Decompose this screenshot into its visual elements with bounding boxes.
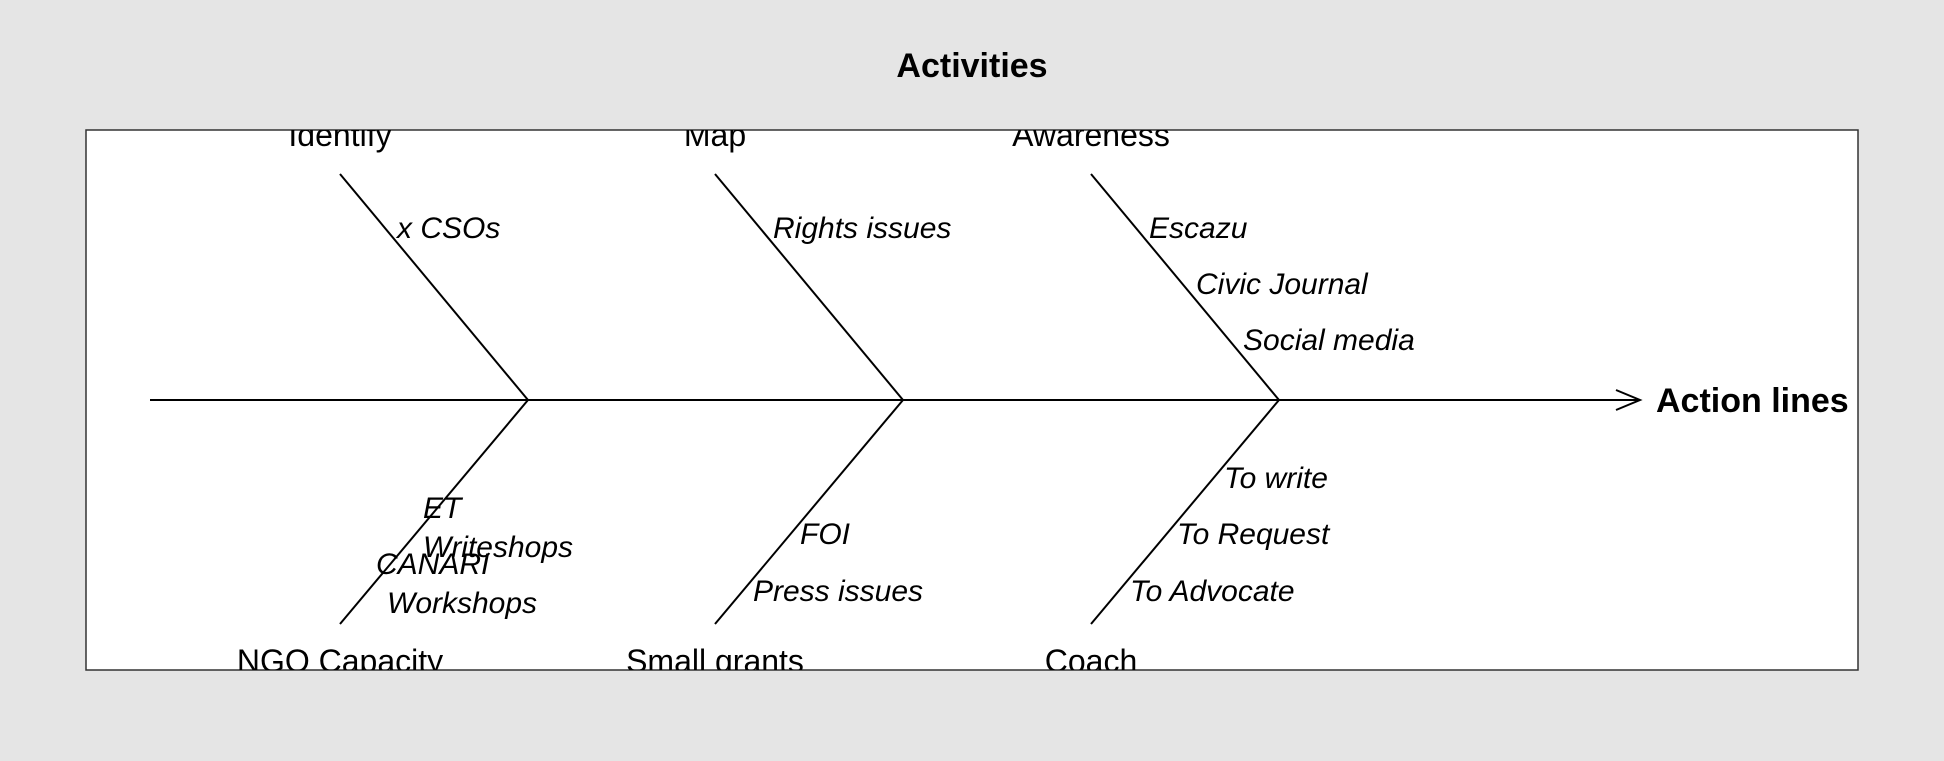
effect-label: Action lines bbox=[1656, 382, 1849, 420]
diagram-title: Activities bbox=[896, 47, 1047, 85]
cause-label: Escazu bbox=[1149, 212, 1248, 245]
cause-label: To Request bbox=[1177, 518, 1331, 551]
bone-bottom-1 bbox=[339, 399, 529, 625]
cause-label: CANARI bbox=[376, 548, 489, 581]
category-awareness: Awareness bbox=[1012, 117, 1170, 153]
category-small-grants: Small grants bbox=[626, 643, 804, 679]
panel-content: Action lines Identify Map Awareness NGO … bbox=[150, 117, 1849, 679]
cause-label: ET bbox=[423, 492, 464, 525]
bone-top-3 bbox=[1090, 173, 1280, 401]
cause-label: x CSOs bbox=[395, 212, 500, 245]
cause-label: To write bbox=[1224, 462, 1328, 495]
cause-label: Social media bbox=[1243, 324, 1415, 357]
cause-label: Rights issues bbox=[773, 212, 951, 245]
cause-label: Workshops bbox=[387, 587, 537, 620]
cause-label: To Advocate bbox=[1130, 575, 1295, 608]
cause-label: Writeshops bbox=[423, 531, 573, 564]
bone-top-2 bbox=[714, 173, 904, 401]
bone-bottom-2 bbox=[714, 399, 904, 625]
cause-label: Civic Journal bbox=[1196, 268, 1369, 301]
cause-label: Press issues bbox=[753, 575, 923, 608]
category-map: Map bbox=[684, 117, 746, 153]
bone-top-1 bbox=[339, 173, 529, 401]
spine-arrowhead bbox=[1615, 389, 1643, 411]
cause-label: FOI bbox=[800, 518, 850, 551]
category-ngo-capacity: NGO Capacity bbox=[237, 643, 443, 679]
category-identify: Identify bbox=[288, 117, 391, 153]
bone-bottom-3 bbox=[1090, 399, 1280, 625]
category-coach: Coach bbox=[1045, 643, 1138, 679]
